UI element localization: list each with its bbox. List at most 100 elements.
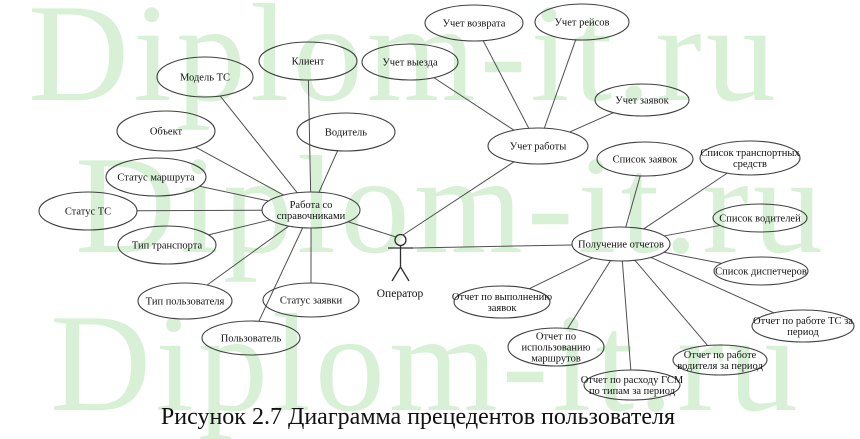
usecase-ellipse (116, 110, 216, 152)
actor-operator: Оператор (377, 233, 424, 300)
usecase-label: Объект (150, 127, 183, 138)
usecase-uchet-zayavok: Учет заявок (594, 83, 690, 117)
association-line (206, 225, 290, 286)
actor-leg (399, 266, 410, 282)
association-line (567, 260, 611, 329)
usecase-label: Статус заявки (280, 296, 343, 307)
usecase-label: средств (733, 159, 767, 170)
usecase-label: Учет работы (510, 142, 567, 153)
association-line (318, 150, 339, 193)
usecase-uchet-vozvrata: Учет возврата (424, 4, 524, 42)
usecase-label: справочниками (277, 211, 346, 222)
usecase-ellipse (583, 369, 681, 401)
usecase-label: маршрутов (531, 354, 581, 365)
usecase-label: Учет выезда (382, 58, 438, 69)
usecase-klient: Клиент (258, 41, 358, 81)
figure-caption: Рисунок 2.7 Диаграмма прецедентов пользо… (160, 404, 676, 430)
usecase-ellipse (361, 43, 459, 81)
usecase-label: Отчет по расходу ГСМ (581, 375, 684, 386)
association-line (219, 95, 298, 194)
usecase-label: заявок (488, 303, 518, 314)
usecase-label: Список заявок (613, 155, 679, 166)
usecase-status-zayavki: Статус заявки (262, 282, 360, 318)
association-line (195, 146, 284, 196)
usecase-status-ts: Статус ТС (38, 191, 138, 231)
usecase-ellipse (117, 225, 217, 265)
usecase-label: использованию (522, 343, 591, 354)
usecase-tip-polzovatelya: Тип пользователя (137, 282, 233, 320)
association-line (664, 224, 721, 237)
usecase-label: Отчет по работе ТС за (753, 316, 853, 327)
usecase-label: Работа со (290, 200, 333, 211)
usecase-model-ts: Модель ТС (156, 56, 254, 98)
usecase-ellipse (105, 157, 207, 197)
usecase-ellipse (261, 191, 361, 229)
usecase-label: Статус маршрута (117, 173, 195, 184)
association-line (528, 257, 593, 290)
actor-association-line (402, 161, 515, 236)
association-line (543, 39, 577, 129)
usecase-ellipse (713, 256, 809, 286)
usecase-label: Тип транспорта (132, 241, 203, 252)
usecase-label: Клиент (292, 57, 325, 68)
association-line (199, 185, 269, 202)
association-line (621, 260, 632, 371)
usecase-label: Отчет по (536, 332, 576, 343)
watermark-text: Diplom-it.ru (75, 128, 827, 283)
usecase-ellipse (751, 309, 855, 343)
association-line (208, 219, 271, 236)
usecase-uchet-raboty: Учет работы (487, 127, 589, 165)
usecase-label: Статус ТС (65, 207, 111, 218)
usecase-label: Модель ТС (180, 73, 230, 84)
usecase-ellipse (594, 83, 690, 117)
usecase-ellipse (296, 112, 396, 152)
usecase-obekt: Объект (116, 110, 216, 152)
usecase-ellipse (487, 127, 589, 165)
usecase-ellipse (712, 203, 808, 233)
usecase-ellipse (571, 226, 671, 262)
usecase-label: Список водителей (719, 214, 801, 225)
usecase-spisok-zayavok: Список заявок (596, 141, 694, 177)
association-line (482, 40, 530, 129)
usecase-label: Отчет по работе (684, 350, 757, 361)
association-line (634, 259, 709, 346)
association-line (643, 172, 728, 230)
association-line (663, 251, 722, 264)
actor-leg (391, 266, 402, 282)
usecase-label: Получение отчетов (578, 240, 664, 251)
usecase-spisok-dispetcherov: Список диспетчеров (713, 256, 809, 286)
association-line (307, 79, 312, 193)
association-line (650, 257, 775, 314)
association-line (625, 175, 641, 228)
usecase-ellipse (596, 141, 694, 177)
watermark-text: Diplom-it.ru (28, 0, 780, 131)
association-line (569, 112, 614, 133)
usecase-polzovatel: Пользователь (201, 320, 301, 356)
usecase-label: Список транспортных (700, 148, 800, 159)
usecase-ellipse (534, 3, 630, 41)
association-line (136, 209, 263, 212)
actor-association-line (412, 244, 573, 249)
usecase-uchet-vyezda: Учет выезда (361, 43, 459, 81)
usecase-ellipse (201, 320, 301, 356)
usecase-ellipse (672, 344, 768, 376)
actor-association-line (347, 221, 397, 238)
usecase-label: Учет заявок (615, 96, 669, 107)
usecase-voditel: Водитель (296, 112, 396, 152)
usecase-label: Список диспетчеров (715, 267, 807, 278)
usecase-ellipse (258, 41, 358, 81)
actor-label: Оператор (377, 288, 424, 300)
usecase-ellipse (262, 282, 360, 318)
usecase-label: Водитель (325, 128, 367, 139)
usecase-spisok-voditeley: Список водителей (712, 203, 808, 233)
usecase-label: Пользователь (221, 334, 282, 345)
usecase-status-marshruta: Статус маршрута (105, 157, 207, 197)
